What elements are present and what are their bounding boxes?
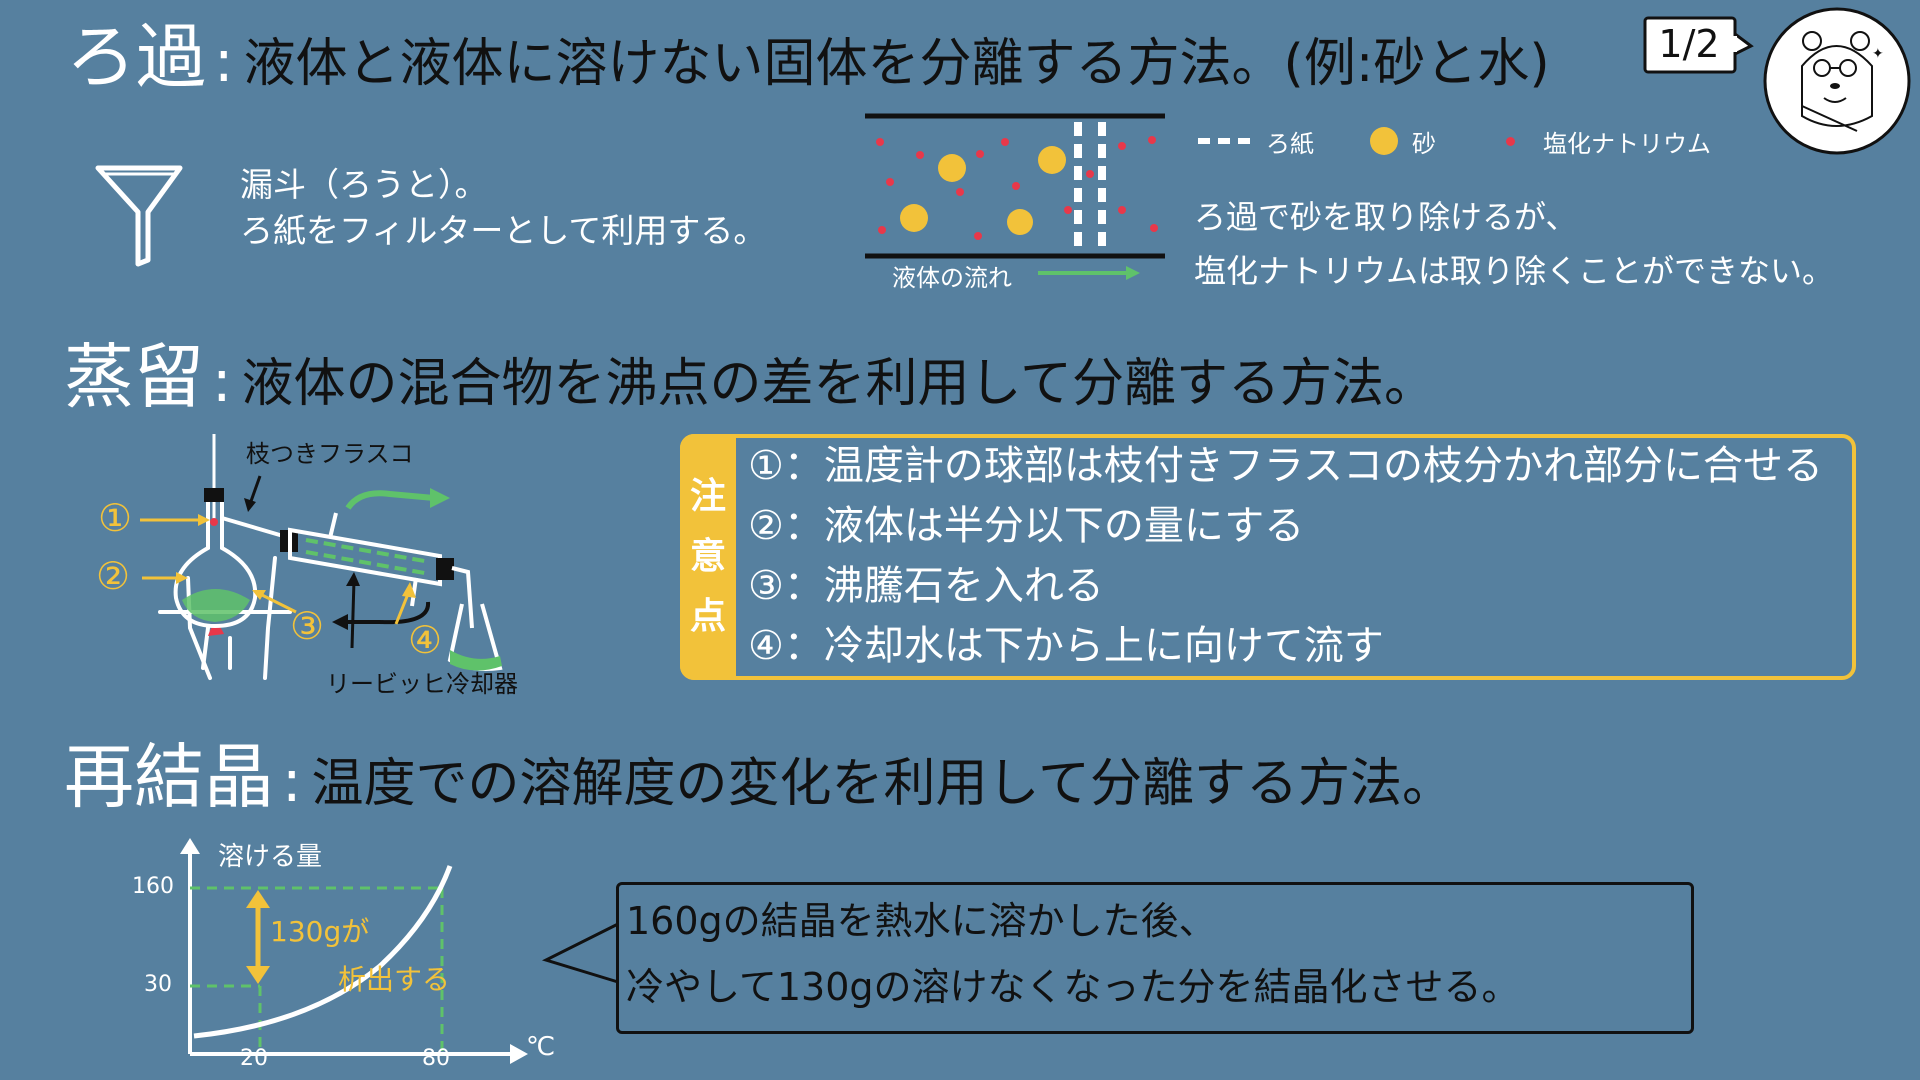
speech-text: 160gの結晶を熱水に溶かした後、 冷やして130gの溶けなくなった分を結晶化さ… xyxy=(626,888,1520,1020)
caution-list: ①：温度計の球部は枝付きフラスコの枝分かれ部分に合せる ②：液体は半分以下の量に… xyxy=(748,436,1823,676)
filtration-note-line-2: 塩化ナトリウムは取り除くことができない。 xyxy=(1194,252,1835,290)
mascot-avatar: ✦ xyxy=(1762,6,1912,156)
x-tick-80: 80 xyxy=(422,1046,450,1071)
salt-particle xyxy=(1150,224,1158,232)
flow-arrow-icon xyxy=(1126,266,1140,280)
heading-colon: : xyxy=(212,347,232,415)
graph-ylabel: 溶ける量 xyxy=(218,842,323,872)
caution-tab: 注 意 点 xyxy=(680,434,736,680)
y-tick-160: 160 xyxy=(132,874,174,899)
salt-particle xyxy=(1148,136,1156,144)
solubility-graph: 溶ける量 ℃ 160 30 20 80 130gが 析出する xyxy=(120,836,570,1076)
marker-1: ① xyxy=(98,496,133,540)
solubility-curve xyxy=(193,865,453,1039)
caution-item: ③：沸騰石を入れる xyxy=(748,563,1104,609)
distillation-term: 蒸留 xyxy=(64,336,204,418)
legend-salt-label: 塩化ナトリウム xyxy=(1543,129,1711,158)
speech-callout: 160gの結晶を熱水に溶かした後、 冷やして130gの溶けなくなった分を結晶化さ… xyxy=(540,880,1700,1040)
label-liebig-condenser: リービッヒ冷却器 xyxy=(326,670,518,698)
salt-particle xyxy=(1001,138,1009,146)
heading-colon: : xyxy=(214,27,234,95)
distillation-apparatus: 枝つきフラスコ リービッヒ冷却器 ① ② ③ ④ xyxy=(90,428,630,698)
speech-box xyxy=(616,882,1694,1034)
x-axis-arrow-icon xyxy=(510,1044,528,1064)
marker-2: ② xyxy=(96,554,131,598)
filtration-note-line-1: ろ過で砂を取り除けるが、 xyxy=(1194,198,1578,236)
svg-text:✦: ✦ xyxy=(1872,46,1884,62)
caution-tab-char-2: 意 xyxy=(689,536,726,577)
recrystallization-desc: 温度での溶解度の変化を利用して分離する方法。 xyxy=(311,754,1454,814)
page-number-badge: 1/2 xyxy=(1643,16,1754,74)
filtration-note: ろ過で砂を取り除けるが、 塩化ナトリウムは取り除くことができない。 xyxy=(1194,190,1834,298)
sand-particle xyxy=(900,204,928,232)
salt-particle xyxy=(1086,170,1094,178)
salt-particle xyxy=(916,151,924,159)
distillation-heading: 蒸留:液体の混合物を沸点の差を利用して分離する方法。 xyxy=(64,342,1436,412)
filtration-legend: ろ紙 砂 塩化ナトリウム xyxy=(1198,124,1711,158)
funnel-line-2: ろ紙をフィルターとして利用する。 xyxy=(240,211,767,250)
sand-particle xyxy=(1038,146,1066,174)
speech-line-2: 冷やして130gの溶けなくなった分を結晶化させる。 xyxy=(626,965,1520,1009)
salt-particle xyxy=(974,232,982,240)
speech-bubble-icon xyxy=(1643,16,1754,74)
polar-bear-icon: ✦ xyxy=(1763,7,1911,155)
funnel-line-1: 漏斗（ろうと）。 xyxy=(240,165,488,204)
filtration-diagram: 液体の流れ xyxy=(860,110,1180,292)
salt-particle xyxy=(956,188,964,196)
salt-legend-icon xyxy=(1506,136,1515,146)
salt-particle xyxy=(1118,206,1126,214)
funnel-description: 漏斗（ろうと）。 ろ紙をフィルターとして利用する。 xyxy=(240,162,766,254)
salt-particle xyxy=(976,150,984,158)
y-tick-30: 30 xyxy=(144,972,172,997)
caution-box: 注 意 点 ①：温度計の球部は枝付きフラスコの枝分かれ部分に合せる ②：液体は半… xyxy=(680,434,1856,680)
salt-particle xyxy=(1012,182,1020,190)
distillation-desc: 液体の混合物を沸点の差を利用して分離する方法。 xyxy=(241,354,1436,414)
caution-tab-char-1: 注 xyxy=(689,476,726,517)
caution-item: ①：温度計の球部は枝付きフラスコの枝分かれ部分に合せる xyxy=(748,443,1824,489)
filtration-heading: ろ過:液体と液体に溶けない固体を分離する方法。(例:砂と水) xyxy=(66,22,1550,92)
x-tick-20: 20 xyxy=(240,1046,268,1071)
caution-item: ②：液体は半分以下の量にする xyxy=(748,503,1305,549)
sand-legend-icon xyxy=(1370,127,1398,155)
heading-colon: : xyxy=(282,747,302,815)
marker-3: ③ xyxy=(290,604,325,648)
filter-paper-legend-icon xyxy=(1198,138,1250,144)
filtration-term: ろ過 xyxy=(66,16,206,98)
recrystallization-heading: 再結晶:温度での溶解度の変化を利用して分離する方法。 xyxy=(64,742,1454,812)
flow-label: 液体の流れ xyxy=(892,264,1012,292)
graph-annotation-2: 析出する xyxy=(338,963,451,996)
salt-particle xyxy=(1064,206,1072,214)
label-branch-flask: 枝つきフラスコ xyxy=(246,440,414,468)
funnel-icon xyxy=(92,160,188,270)
legend-sand-label: 砂 xyxy=(1412,129,1436,158)
caution-item: ④：冷却水は下から上に向けて流す xyxy=(748,623,1384,669)
page-number: 1/2 xyxy=(1658,22,1720,66)
speech-line-1: 160gの結晶を熱水に溶かした後、 xyxy=(626,899,1217,943)
filtration-desc: 液体と液体に溶けない固体を分離する方法。(例:砂と水) xyxy=(243,34,1550,94)
salt-particle xyxy=(886,178,894,186)
filter-paper-mark xyxy=(1074,122,1106,250)
recrystallization-term: 再結晶 xyxy=(64,736,274,818)
marker-4: ④ xyxy=(408,618,443,662)
graph-xlabel: ℃ xyxy=(526,1032,556,1062)
salt-particle xyxy=(878,226,886,234)
sand-particle xyxy=(1007,209,1033,235)
salt-particle xyxy=(1118,142,1126,150)
speech-pointer-icon xyxy=(541,922,619,984)
salt-particle xyxy=(876,138,884,146)
caution-tab-char-3: 点 xyxy=(689,596,726,637)
graph-annotation-1: 130gが xyxy=(270,915,370,948)
legend-paper-label: ろ紙 xyxy=(1266,129,1314,158)
y-axis-arrow-icon xyxy=(180,838,200,854)
sand-particle xyxy=(938,154,966,182)
